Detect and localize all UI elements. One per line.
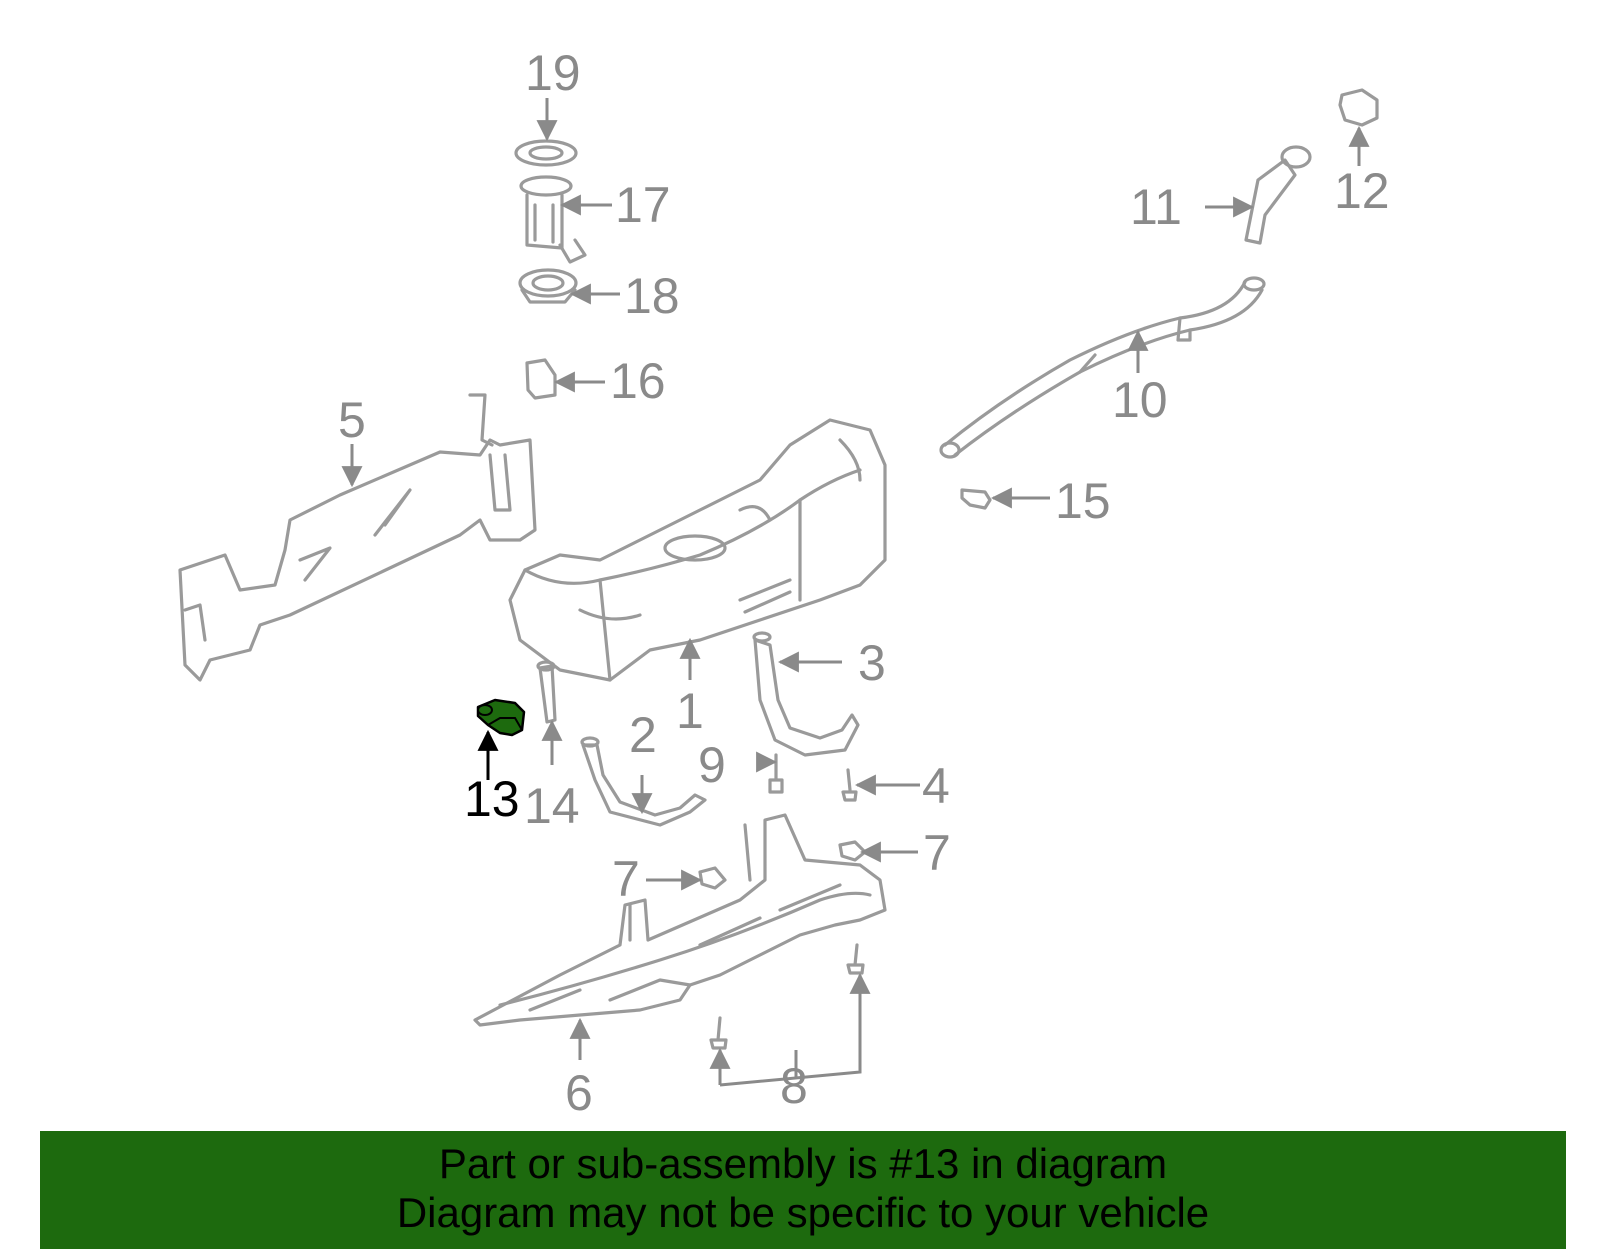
filler-neck-part[interactable] <box>1244 145 1312 245</box>
callout-18: 18 <box>624 268 680 324</box>
callout-14: 14 <box>524 778 580 834</box>
fuel-cap-part[interactable] <box>1338 88 1379 127</box>
callout-2: 2 <box>629 707 657 763</box>
callout-10: 10 <box>1112 372 1168 428</box>
fuel-pump-part[interactable] <box>519 175 587 264</box>
banner-line-1: Part or sub-assembly is #13 in diagram <box>438 1140 1168 1187</box>
callout-1: 1 <box>676 683 704 739</box>
callout-15: 15 <box>1055 473 1111 529</box>
callout-7-right: 7 <box>923 825 951 881</box>
callout-6: 6 <box>565 1065 593 1121</box>
bolt-part-4[interactable] <box>841 768 858 802</box>
callout-7-left: 7 <box>612 851 640 907</box>
tank-strap-part-2[interactable] <box>580 736 707 827</box>
fuel-tank-part[interactable] <box>508 418 887 682</box>
skid-plate-part[interactable] <box>473 813 887 1027</box>
callout-11: 11 <box>1130 179 1182 235</box>
heat-shield-part[interactable] <box>178 393 537 682</box>
highlighted-part-13[interactable] <box>476 698 526 737</box>
callout-4: 4 <box>922 758 950 814</box>
sensor-part-14[interactable] <box>536 660 557 724</box>
callout-17: 17 <box>615 177 671 233</box>
clip-part-7-right[interactable] <box>838 840 867 862</box>
seal-part[interactable] <box>514 139 578 167</box>
callout-13: 13 <box>464 771 520 827</box>
callout-3: 3 <box>858 635 886 691</box>
tank-strap-part-3[interactable] <box>752 631 860 757</box>
bracket-part-16[interactable] <box>525 358 557 400</box>
info-banner: Part or sub-assembly is #13 in diagram D… <box>40 1131 1566 1249</box>
clip-part-7-left[interactable] <box>698 866 727 890</box>
callout-12: 12 <box>1334 163 1390 219</box>
leader-lines <box>341 98 1370 1087</box>
fitting-part-15[interactable] <box>960 488 992 510</box>
callout-19: 19 <box>525 45 581 101</box>
callout-8: 8 <box>780 1058 808 1114</box>
callout-5: 5 <box>338 392 366 448</box>
banner-line-2: Diagram may not be specific to your vehi… <box>396 1189 1210 1236</box>
callout-16: 16 <box>610 353 666 409</box>
lock-ring-part[interactable] <box>518 268 578 304</box>
callout-9: 9 <box>698 737 726 793</box>
filler-pipe-part[interactable] <box>939 276 1266 459</box>
